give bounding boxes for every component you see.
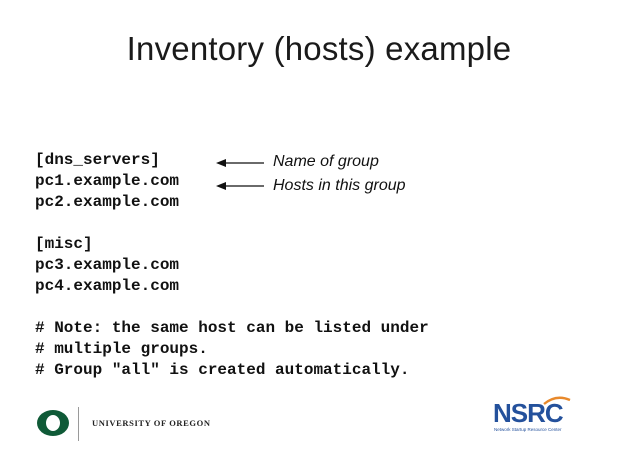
code-line-host: pc4.example.com xyxy=(35,277,180,295)
code-line-host: pc3.example.com xyxy=(35,256,180,274)
footer-divider xyxy=(78,407,79,441)
nsrc-swoosh-icon xyxy=(543,396,571,405)
nsrc-logo: NSRC xyxy=(493,398,564,428)
slide-title: Inventory (hosts) example xyxy=(126,30,512,67)
code-line-host: pc1.example.com xyxy=(35,172,180,190)
code-line-group-header: [misc] xyxy=(35,235,93,253)
arrow-left-icon xyxy=(216,159,264,167)
inventory-code-block: [dns_servers] pc1.example.com pc2.example.… xyxy=(35,150,429,381)
annotation-group-name: Name of group xyxy=(273,153,379,170)
code-line-comment: # Note: the same host can be listed unde… xyxy=(35,319,429,337)
university-name: UNIVERSITY OF OREGON xyxy=(92,418,211,428)
code-line-comment: # Group "all" is created automatically. xyxy=(35,361,410,379)
code-line-blank xyxy=(35,297,429,318)
code-line-host: pc2.example.com xyxy=(35,193,180,211)
university-of-oregon-o-logo-icon xyxy=(37,410,69,436)
code-line-comment: # multiple groups. xyxy=(35,340,208,358)
code-line-group-header: [dns_servers] xyxy=(35,151,160,169)
annotation-group-hosts: Hosts in this group xyxy=(273,177,406,194)
arrow-left-icon xyxy=(216,182,264,190)
code-line-blank xyxy=(35,213,429,234)
nsrc-tagline: Network Startup Resource Center xyxy=(494,427,562,432)
